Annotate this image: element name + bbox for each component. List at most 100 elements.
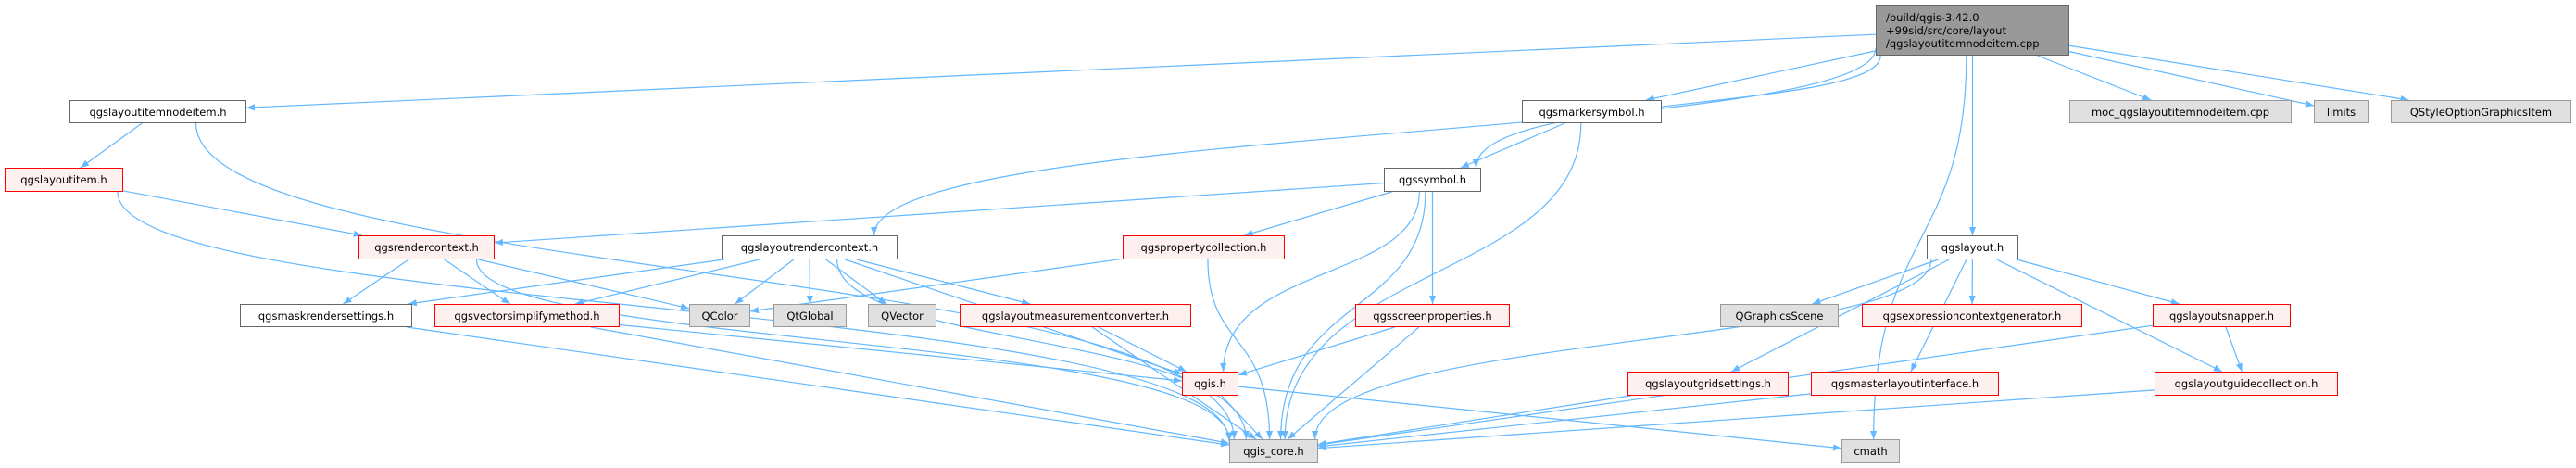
- node-label: qgspropertycollection.h: [1140, 241, 1267, 254]
- root-path-line-3: /qgslayoutitemnodeitem.cpp: [1886, 36, 2040, 50]
- edge-rendercontext-to-qgiscore: [475, 259, 1233, 441]
- node-label: qgsmarkersymbol.h: [1539, 105, 1645, 119]
- edge-layout-to-qgiscore: [1312, 259, 1932, 440]
- edge-root-to-nodeitem: [245, 33, 1877, 111]
- node-cmath[interactable]: cmath: [1841, 439, 1900, 463]
- node-propertycollection[interactable]: qgspropertycollection.h: [1123, 235, 1285, 259]
- node-layoutitem[interactable]: qgslayoutitem.h: [5, 168, 123, 192]
- edge-screenprops-to-qgiscore: [1287, 326, 1420, 440]
- edge-rendercontext-to-vectorsimplify: [444, 259, 510, 305]
- node-qgraphicsscene[interactable]: QGraphicsScene: [1720, 304, 1839, 327]
- edge-symbol-to-rendercontext: [494, 182, 1385, 247]
- node-vectorsimplify[interactable]: qgsvectorsimplifymethod.h: [434, 304, 620, 327]
- node-layoutrendercontext[interactable]: qgslayoutrendercontext.h: [722, 235, 898, 259]
- node-label: qgslayout.h: [1941, 241, 2004, 254]
- edge-gridsettings-to-qgiscore: [1317, 395, 1631, 447]
- node-rendercontext[interactable]: qgsrendercontext.h: [358, 235, 495, 259]
- edge-masterlayout-to-qgiscore: [1317, 393, 1812, 449]
- node-label: QColor: [701, 309, 738, 323]
- edge-root-to-symbol: [1472, 55, 1881, 169]
- node-limits[interactable]: limits: [2314, 100, 2369, 123]
- node-label: limits: [2326, 105, 2356, 119]
- node-label: qgssymbol.h: [1398, 173, 1467, 186]
- node-label: QGraphicsScene: [1735, 309, 1824, 323]
- node-label: qgsexpressioncontextgenerator.h: [1882, 309, 2062, 323]
- node-screenprops[interactable]: qgsscreenproperties.h: [1355, 304, 1510, 327]
- edge-vectorsimplify-to-qgiscore: [590, 326, 1230, 446]
- edge-nodeitem-to-layoutitem: [80, 122, 143, 169]
- node-label: qgslayoutrendercontext.h: [740, 241, 879, 254]
- node-label: qgis_core.h: [1243, 445, 1304, 458]
- edge-layoutrendercontext-to-qgiscore: [836, 259, 1250, 440]
- edge-root-to-cmath: [1870, 55, 1967, 440]
- node-label: qgslayoutguidecollection.h: [2174, 377, 2318, 390]
- edge-root-to-markersymbol: [1645, 50, 1877, 102]
- edge-propertycollection-to-qgiscore: [1207, 259, 1274, 440]
- edge-layoutitem-to-qgiscore: [117, 191, 1233, 442]
- node-label: moc_qgslayoutitemnodeitem.cpp: [2091, 105, 2270, 119]
- node-markersymbol[interactable]: qgsmarkersymbol.h: [1522, 100, 1662, 123]
- root-path-line-2: +99sid/src/core/layout: [1886, 23, 2006, 37]
- node-label: cmath: [1853, 445, 1888, 458]
- edge-layoutrendercontext-to-qcolor: [735, 259, 795, 305]
- node-label: qgslayoutitemnodeitem.h: [89, 105, 227, 119]
- node-snapper[interactable]: qgslayoutsnapper.h: [2153, 304, 2291, 327]
- edge-measconv-to-qgis: [1098, 326, 1187, 373]
- node-symbol[interactable]: qgssymbol.h: [1384, 168, 1481, 192]
- edge-markersymbol-to-symbol: [1460, 122, 1565, 169]
- edge-snapper-to-guidecoll: [2225, 326, 2243, 373]
- node-qvector[interactable]: QVector: [868, 304, 936, 327]
- edge-layoutitem-to-rendercontext: [122, 190, 362, 237]
- edge-rendercontext-to-qcolor: [478, 259, 690, 310]
- edge-measconv-to-qgiscore: [1091, 326, 1257, 440]
- node-label: qgsmasterlayoutinterface.h: [1830, 377, 1979, 390]
- node-qgis[interactable]: qgis.h: [1182, 372, 1238, 396]
- node-label: qgsscreenproperties.h: [1373, 309, 1492, 323]
- node-qtglobal[interactable]: QtGlobal: [773, 304, 847, 327]
- edge-root-to-qstyle: [2068, 44, 2409, 103]
- root-file-node: /build/qgis-3.42.0 +99sid/src/core/layou…: [1876, 5, 2069, 56]
- edge-layoutrendercontext-to-vectorsimplify: [574, 259, 760, 306]
- node-label: qgsvectorsimplifymethod.h: [454, 309, 600, 323]
- node-label: QVector: [881, 309, 924, 323]
- node-label: qgslayoutmeasurementconverter.h: [981, 309, 1170, 323]
- node-label: qgslayoutgridsettings.h: [1645, 377, 1771, 390]
- edge-root-to-moc: [2037, 55, 2152, 101]
- edge-layout-to-snapper: [2016, 259, 2180, 306]
- node-masterlayout[interactable]: qgsmasterlayoutinterface.h: [1811, 372, 1999, 396]
- edge-screenprops-to-qgis: [1238, 326, 1395, 376]
- edge-qgis-to-cmath: [1238, 386, 1842, 451]
- node-qgiscore[interactable]: qgis_core.h: [1229, 439, 1318, 463]
- node-mask[interactable]: qgsmaskrendersettings.h: [240, 304, 412, 327]
- node-guidecoll[interactable]: qgslayoutguidecollection.h: [2155, 372, 2338, 396]
- node-measconv[interactable]: qgslayoutmeasurementconverter.h: [960, 304, 1191, 327]
- node-label: qgslayoutitem.h: [20, 173, 107, 186]
- edge-symbol-to-propertycollection: [1244, 191, 1392, 236]
- node-layout[interactable]: qgslayout.h: [1927, 235, 2018, 259]
- root-path-line-1: /build/qgis-3.42.0: [1886, 10, 1979, 24]
- edge-layout-to-guidecoll: [1996, 259, 2223, 373]
- edge-nodeitem-to-qgiscore: [195, 122, 1238, 440]
- edge-root-to-layoutrendercontext: [871, 48, 1877, 236]
- edge-layout-to-gridsettings: [1730, 259, 1950, 373]
- edge-mask-to-qgiscore: [407, 326, 1230, 448]
- node-label: QtGlobal: [786, 309, 834, 323]
- node-exprgen[interactable]: qgsexpressioncontextgenerator.h: [1862, 304, 2082, 327]
- edge-layoutrendercontext-to-qvector: [825, 259, 887, 305]
- node-nodeitem[interactable]: qgslayoutitemnodeitem.h: [69, 100, 246, 123]
- node-gridsettings[interactable]: qgslayoutgridsettings.h: [1627, 372, 1789, 396]
- edge-layoutrendercontext-to-mask: [408, 259, 724, 307]
- edge-symbol-to-qgis: [1220, 191, 1420, 373]
- node-qstyle[interactable]: QStyleOptionGraphicsItem: [2391, 100, 2571, 123]
- node-moc[interactable]: moc_qgslayoutitemnodeitem.cpp: [2069, 100, 2292, 123]
- edge-rendercontext-to-mask: [343, 259, 409, 305]
- edge-layoutrendercontext-to-measconv: [856, 259, 1031, 306]
- edge-vectorsimplify-to-qgis: [619, 323, 1183, 384]
- node-qcolor[interactable]: QColor: [689, 304, 750, 327]
- edge-guidecoll-to-qgiscore: [1317, 389, 2155, 451]
- edge-qgis-to-qgiscore: [1221, 395, 1263, 440]
- node-label: qgsrendercontext.h: [374, 241, 479, 254]
- edge-root-to-limits: [2068, 51, 2315, 108]
- node-label: qgsmaskrendersettings.h: [258, 309, 395, 323]
